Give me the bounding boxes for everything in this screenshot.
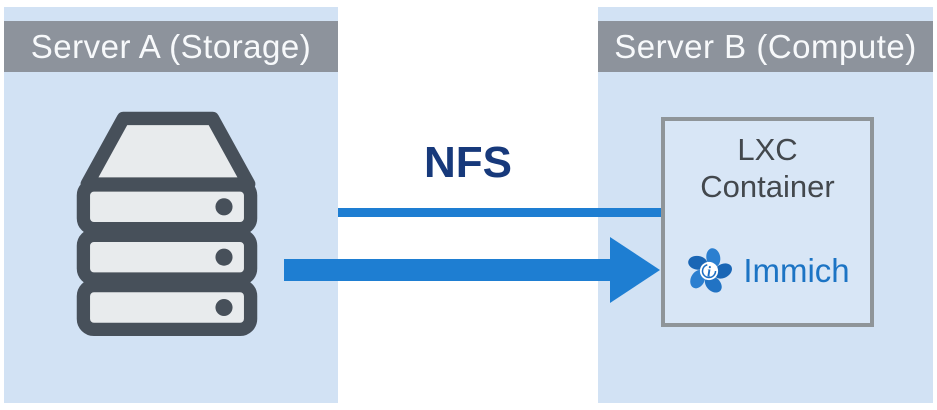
server-a-panel: Server A (Storage) [4, 7, 338, 403]
immich-app-name: Immich [743, 252, 850, 289]
lxc-title-line2: Container [700, 169, 835, 204]
data-flow-arrow-head [610, 237, 660, 303]
storage-stack-icon [76, 111, 258, 336]
nfs-label: NFS [424, 138, 512, 187]
data-flow-arrow-body [284, 259, 612, 281]
server-a-title-band: Server A (Storage) [4, 21, 338, 72]
immich-app-row: i Immich [685, 247, 850, 295]
lxc-title-line1: LXC [737, 132, 798, 167]
server-a-title: Server A (Storage) [30, 27, 312, 65]
immich-logo-icon: i [688, 248, 733, 293]
svg-text:i: i [707, 264, 711, 280]
server-b-title-band: Server B (Compute) [598, 21, 933, 72]
nfs-mount-line [338, 208, 662, 217]
server-b-title: Server B (Compute) [614, 27, 917, 65]
lxc-container-box: LXC Container i Immich [661, 117, 874, 327]
lxc-container-title: LXC Container [700, 131, 834, 205]
